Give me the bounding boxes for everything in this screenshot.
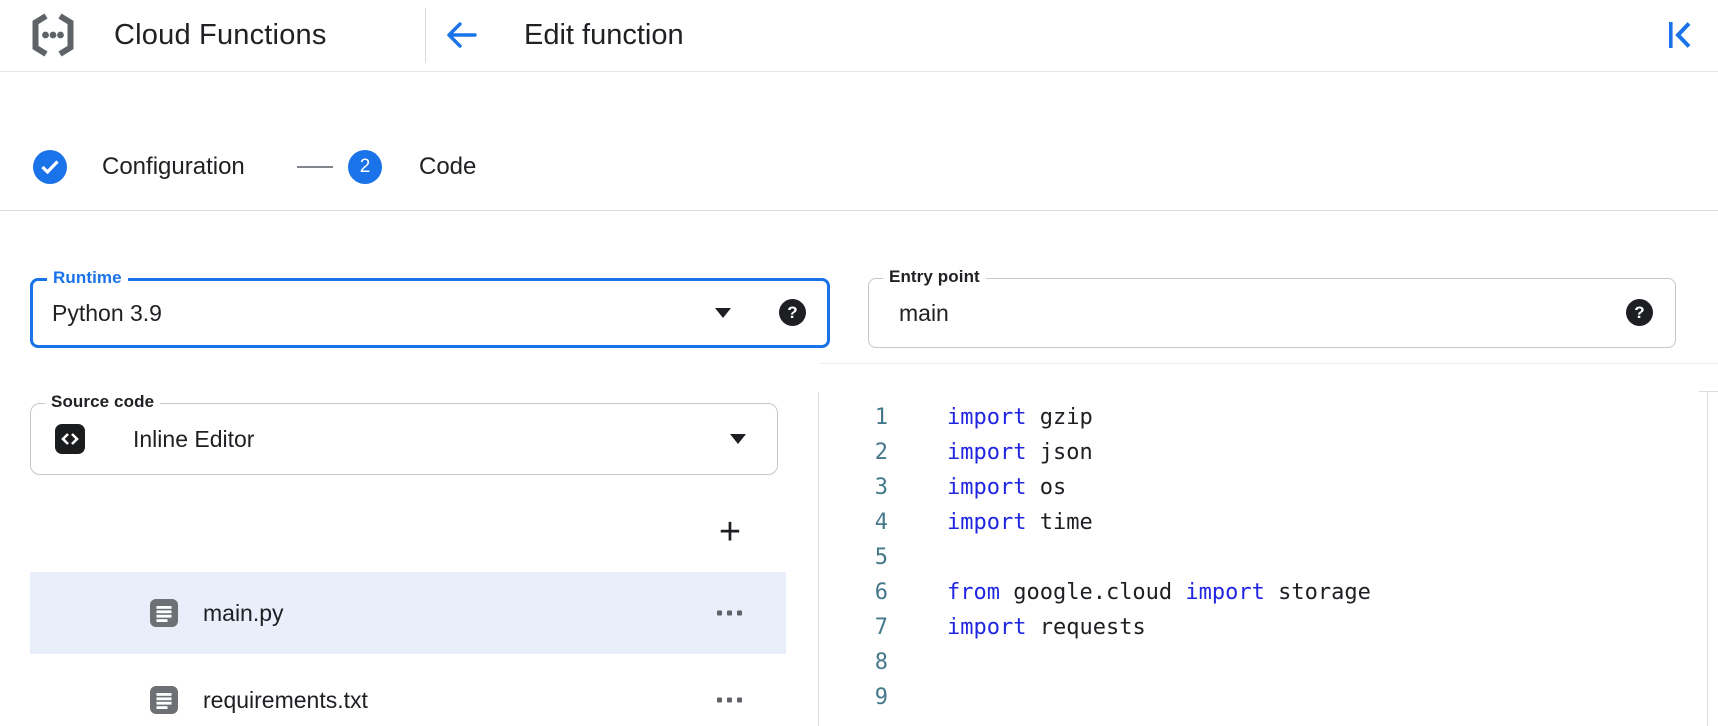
code-text: import time [947, 510, 1093, 535]
source-code-select[interactable]: Source code Inline Editor [30, 392, 778, 475]
line-number: 6 [874, 580, 888, 605]
code-text: from google.cloud import storage [947, 580, 1371, 605]
cloud-functions-logo-icon [32, 13, 74, 57]
file-row[interactable]: requirements.txt [30, 659, 786, 726]
product-name[interactable]: Cloud Functions [114, 19, 327, 51]
pane-divider [818, 392, 819, 726]
code-text: import json [947, 440, 1093, 465]
caret-down-icon [730, 434, 746, 444]
code-line[interactable]: 6 from google.cloud import storage [819, 575, 1706, 610]
editor-scrollbar-corner [1699, 391, 1718, 392]
runtime-help-icon[interactable]: ? [779, 299, 806, 326]
editor-scrollbar-track[interactable] [1707, 392, 1708, 726]
step-configuration-check[interactable] [33, 150, 67, 184]
line-number: 3 [874, 475, 888, 500]
step-code-label[interactable]: Code [419, 153, 477, 180]
line-number: 5 [874, 545, 888, 570]
file-name: requirements.txt [203, 686, 368, 713]
more-horizontal-icon[interactable] [715, 605, 744, 622]
collapse-panel-icon[interactable] [1666, 21, 1696, 49]
runtime-select[interactable]: Runtime Python 3.9 ? [30, 268, 830, 348]
code-text: import os [947, 475, 1067, 500]
code-line[interactable]: 4 import time [819, 505, 1706, 540]
add-file-button[interactable]: + [718, 511, 742, 553]
code-text: import gzip [947, 405, 1093, 430]
code-line[interactable]: 1 import gzip [819, 400, 1706, 435]
source-code-value: Inline Editor [133, 426, 255, 452]
section-divider [0, 210, 1718, 211]
entry-point-field[interactable]: Entry point main ? [868, 267, 1676, 348]
editor-top-border [819, 363, 1718, 364]
code-brackets-icon [55, 424, 85, 454]
line-number: 2 [874, 440, 888, 465]
file-list: main.py requirements.txt [30, 572, 786, 726]
line-number: 9 [874, 685, 888, 710]
code-text: import requests [947, 615, 1146, 640]
document-icon [150, 686, 178, 714]
line-number: 4 [874, 510, 888, 535]
code-line[interactable]: 8 [819, 645, 1706, 680]
app-header: Cloud Functions Edit function [0, 0, 1718, 72]
step-code-number[interactable]: 2 [348, 150, 382, 184]
entry-point-label: Entry point [883, 267, 986, 287]
line-number: 8 [874, 650, 888, 675]
code-editor[interactable]: 1 import gzip 2 import json 3 import os 4 impor… [819, 400, 1706, 726]
entry-point-help-icon[interactable]: ? [1626, 299, 1653, 326]
file-name: main.py [203, 599, 284, 626]
back-arrow-icon[interactable] [444, 20, 478, 50]
code-line[interactable]: 5 [819, 540, 1706, 575]
code-line[interactable]: 9 [819, 680, 1706, 715]
caret-down-icon [715, 308, 731, 318]
line-number: 7 [874, 615, 888, 640]
document-icon [150, 599, 178, 627]
header-divider [425, 8, 426, 63]
entry-point-value: main [899, 300, 949, 326]
runtime-value: Python 3.9 [52, 300, 162, 326]
more-horizontal-icon[interactable] [715, 692, 744, 709]
check-icon [41, 160, 59, 174]
line-number: 1 [874, 405, 888, 430]
code-line[interactable]: 2 import json [819, 435, 1706, 470]
step-connector [297, 166, 333, 168]
code-line[interactable]: 7 import requests [819, 610, 1706, 645]
source-code-label: Source code [45, 392, 161, 412]
runtime-label: Runtime [47, 268, 128, 288]
file-row[interactable]: main.py [30, 572, 786, 654]
code-line[interactable]: 3 import os [819, 470, 1706, 505]
page-title: Edit function [524, 19, 684, 51]
step-configuration-label[interactable]: Configuration [102, 153, 245, 180]
